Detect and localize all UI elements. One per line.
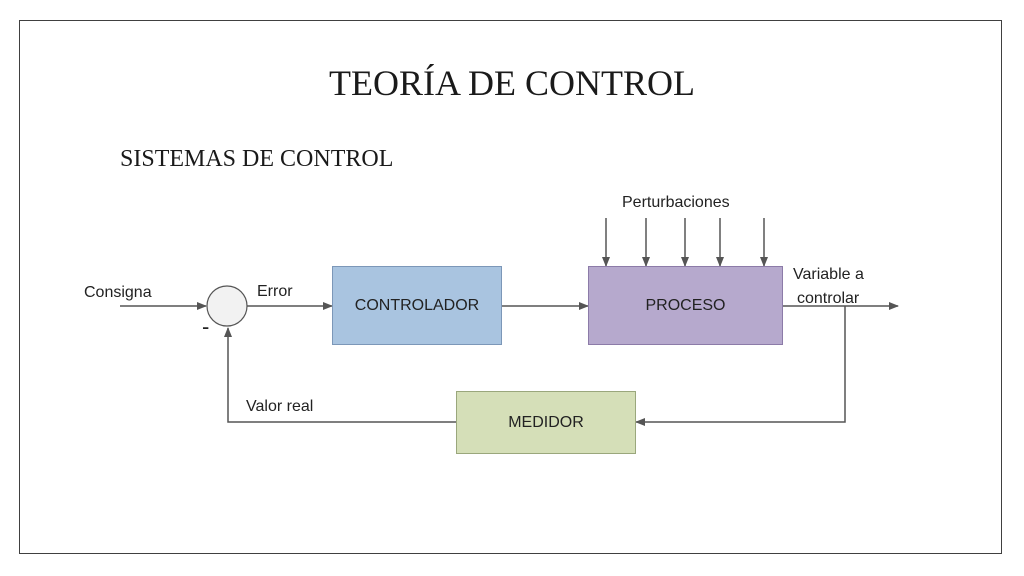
arrow-medidor-to-sum: [224, 327, 456, 423]
slide-title: TEORÍA DE CONTROL: [329, 63, 695, 103]
valor-real-label: Valor real: [246, 398, 314, 415]
variable-label-line2: controlar: [797, 290, 860, 307]
summing-junction: [206, 285, 248, 327]
controlador-label: CONTROLADOR: [354, 296, 480, 314]
controlador-block: CONTROLADOR: [332, 266, 502, 345]
medidor-block: MEDIDOR: [456, 391, 636, 454]
slide-subtitle: SISTEMAS DE CONTROL: [120, 146, 394, 172]
consigna-label: Consigna: [84, 284, 152, 301]
perturbaciones-label: Perturbaciones: [622, 194, 730, 211]
slide-frame: [19, 20, 1002, 554]
minus-sign: -: [202, 314, 210, 339]
medidor-label: MEDIDOR: [508, 413, 584, 431]
arrow-feedback-to-medidor: [635, 306, 846, 426]
variable-label-line1: Variable a: [793, 266, 864, 283]
proceso-label: PROCESO: [645, 296, 726, 314]
proceso-block: PROCESO: [588, 266, 783, 345]
error-label: Error: [257, 283, 293, 300]
